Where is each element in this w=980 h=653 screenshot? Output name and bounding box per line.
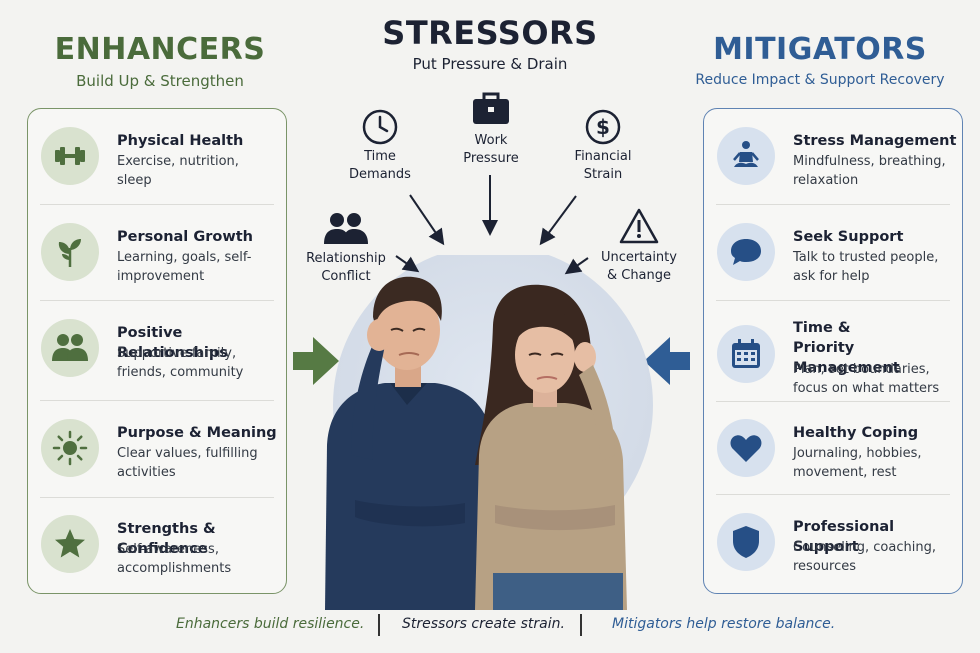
mitigators-panel: Stress Management Mindfulness, breathing…	[703, 108, 963, 594]
stressors-title: STRESSORS	[382, 14, 598, 52]
people-icon	[303, 210, 389, 250]
stressor-uncertainty-change: Uncertainty & Change	[594, 207, 684, 285]
item-description: Talk to trusted people, ask for help	[793, 250, 939, 284]
footer-mitigators: Mitigators help restore balance.	[612, 616, 836, 632]
heart-icon	[717, 419, 775, 477]
item-description: Clear values, fulfilling activities	[117, 446, 258, 480]
people-icon	[41, 319, 99, 377]
mitigators-title: MITIGATORS	[713, 32, 927, 67]
item-title: Physical Health	[117, 133, 244, 149]
arrow-relationship	[395, 255, 420, 273]
item-description: Exercise, nutrition, sleep	[117, 154, 239, 188]
mitigator-item: Time & Priority Management Plan, set bou…	[704, 301, 962, 411]
mitigator-item: Seek Support Talk to trusted people, ask…	[704, 205, 962, 301]
stressor-relationship-conflict: Relationship Conflict	[303, 210, 389, 286]
dumbbell-icon	[41, 127, 99, 185]
enhancers-arrow-icon	[293, 337, 339, 389]
enhancer-item: Personal Growth Learning, goals, self-im…	[28, 205, 286, 301]
mitigator-item: Stress Management Mindfulness, breathing…	[704, 109, 962, 205]
enhancer-item: Physical Health Exercise, nutrition, sle…	[28, 109, 286, 205]
stressors-subtitle: Put Pressure & Drain	[412, 55, 568, 73]
stressor-arrows	[395, 175, 589, 275]
mitigators-arrow-icon	[644, 337, 690, 389]
stressor-label: Time Demands	[349, 149, 411, 182]
enhancer-item: Positive Relationships Supportive family…	[28, 301, 286, 397]
speech-bubble-icon	[717, 223, 775, 281]
sun-icon	[41, 419, 99, 477]
item-title: Purpose & Meaning	[117, 425, 277, 441]
mitigators-subtitle: Reduce Impact & Support Recovery	[695, 72, 945, 88]
arrow-time	[409, 194, 445, 246]
item-title: Professional Support	[793, 519, 895, 555]
sprout-icon	[41, 223, 99, 281]
stressor-time-demands: Time Demands	[347, 108, 413, 184]
enhancer-item: Strengths & Confidence Self-awareness, a…	[28, 497, 286, 593]
divider	[716, 401, 950, 402]
stressor-work-pressure: Work Pressure	[455, 90, 527, 168]
divider	[40, 497, 274, 498]
enhancers-panel: Physical Health Exercise, nutrition, sle…	[27, 108, 287, 594]
item-title: Time & Priority Management	[793, 320, 900, 376]
svg-text:$: $	[596, 115, 610, 139]
divider	[716, 300, 950, 301]
item-description: Plan, set boundaries, focus on what matt…	[793, 362, 940, 396]
arrow-financial	[539, 195, 577, 246]
footer-divider	[378, 614, 380, 636]
man-figure	[325, 276, 495, 610]
footer-stressors: Stressors create strain.	[402, 616, 565, 632]
divider	[716, 204, 950, 205]
stressor-label: Work Pressure	[463, 133, 519, 166]
divider	[40, 204, 274, 205]
item-description: Counseling, coaching, resources	[793, 540, 936, 574]
item-title: Stress Management	[793, 133, 957, 149]
item-description: Self-awareness, accomplishments	[117, 542, 232, 576]
stressed-couple-illustration	[315, 245, 660, 610]
enhancer-item: Purpose & Meaning Clear values, fulfilli…	[28, 401, 286, 497]
divider	[40, 400, 274, 401]
stressor-label: Relationship Conflict	[306, 251, 386, 284]
woman-figure	[475, 284, 627, 610]
divider	[716, 494, 950, 495]
footer-divider	[580, 614, 582, 636]
dollar-icon: $	[566, 108, 640, 148]
item-title: Personal Growth	[117, 229, 253, 245]
calendar-icon	[717, 325, 775, 383]
item-title: Strengths & Confidence	[117, 521, 216, 557]
divider	[40, 300, 274, 301]
stressor-label: Financial Strain	[574, 149, 632, 182]
item-description: Learning, goals, self-improvement	[117, 250, 252, 284]
footer-enhancers: Enhancers build resilience.	[176, 616, 365, 632]
arrow-uncertainty	[564, 257, 589, 275]
shield-icon	[717, 513, 775, 571]
enhancers-subtitle: Build Up & Strengthen	[76, 72, 244, 90]
warning-icon	[594, 207, 684, 249]
enhancers-title: ENHANCERS	[54, 32, 266, 67]
clock-icon	[347, 108, 413, 148]
briefcase-icon	[455, 90, 527, 132]
item-description: Supportive family, friends, community	[117, 346, 244, 380]
mitigator-item: Healthy Coping Journaling, hobbies, move…	[704, 401, 962, 497]
item-title: Positive Relationships	[117, 325, 228, 361]
stressor-label: Uncertainty & Change	[601, 250, 677, 283]
star-icon	[41, 515, 99, 573]
meditation-icon	[717, 127, 775, 185]
mitigator-item: Professional Support Counseling, coachin…	[704, 495, 962, 591]
item-description: Journaling, hobbies, movement, rest	[793, 446, 922, 480]
item-title: Seek Support	[793, 229, 904, 245]
item-description: Mindfulness, breathing, relaxation	[793, 154, 946, 188]
item-title: Healthy Coping	[793, 425, 919, 441]
stressor-financial-strain: $ Financial Strain	[566, 108, 640, 184]
